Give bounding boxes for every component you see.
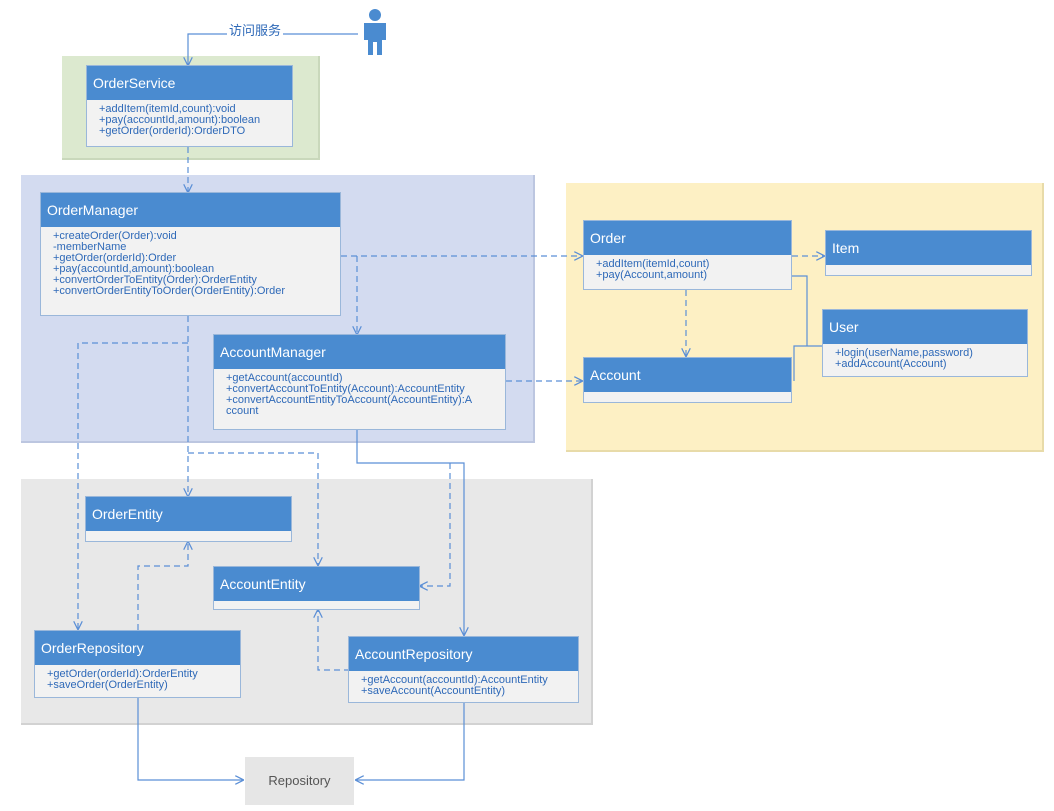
edge-actor-to-orderservice [188,33,358,65]
class-member: +getAccount(accountId) [226,372,343,384]
class-order-entity-name: OrderEntity [86,497,291,531]
class-member: +saveOrder(OrderEntity) [47,679,168,691]
class-order-repository-name: OrderRepository [35,631,240,665]
edge-accountmanager-to-accountentity [420,463,451,586]
class-account-manager-name: AccountManager [214,335,505,369]
class-member: +pay(accountId,amount):boolean [99,114,261,126]
class-order-manager[interactable]: OrderManager +createOrder(Order):void -m… [40,192,341,316]
edge-order-to-user [792,275,808,346]
edge-ordermanager-to-orderrepository [78,342,188,629]
class-user[interactable]: User +login(userName,password) +addAccou… [822,309,1028,377]
edge-accountmanager-to-accountrepository [356,430,464,635]
class-member: +addItem(itemId,count):void [99,103,236,115]
edge-accountrepository-to-repository [356,703,465,780]
class-account-repository[interactable]: AccountRepository +getAccount(accountId)… [348,636,579,703]
actor-person-icon [364,9,386,55]
class-order-entity[interactable]: OrderEntity [85,496,292,542]
class-account-manager-members: +getAccount(accountId) +convertAccountTo… [214,369,505,419]
class-order-repository[interactable]: OrderRepository +getOrder(orderId):Order… [34,630,241,698]
class-account-repository-name: AccountRepository [349,637,578,671]
class-member: +convertAccountToEntity(Account):Account… [226,383,465,395]
class-order-service-name: OrderService [87,66,292,100]
class-account-repository-members: +getAccount(accountId):AccountEntity +sa… [349,671,578,699]
class-member: +convertOrderEntityToOrder(OrderEntity):… [53,285,285,297]
actor-label: 访问服务 [227,20,284,39]
class-member: +createOrder(Order):void [53,230,177,242]
class-member: +getOrder(orderId):OrderEntity [47,668,198,680]
edge-orderrepository-to-repository [137,698,243,780]
class-order-members: +addItem(itemId,count) +pay(Account,amou… [584,255,791,283]
class-order-repository-members: +getOrder(orderId):OrderEntity +saveOrde… [35,665,240,693]
edge-ordermanager-to-accountentity [188,452,318,565]
class-order-name: Order [584,221,791,255]
edge-user-to-account [793,345,822,381]
class-account-entity[interactable]: AccountEntity [213,566,420,610]
edge-accountrepository-to-accountentity [318,610,350,671]
class-user-members: +login(userName,password) +addAccount(Ac… [823,344,1027,372]
class-member: +pay(accountId,amount):boolean [53,263,215,275]
class-member: +pay(Account,amount) [596,269,707,281]
class-member: +saveAccount(AccountEntity) [361,685,505,697]
class-account-name: Account [584,358,791,392]
class-member: +getOrder(orderId):OrderDTO [99,125,246,137]
class-order-manager-members: +createOrder(Order):void -memberName +ge… [41,227,340,299]
class-order-service-members: +addItem(itemId,count):void +pay(account… [87,100,292,139]
class-order[interactable]: Order +addItem(itemId,count) +pay(Accoun… [583,220,792,290]
edge-orderrepository-to-orderentity [137,542,188,630]
repository-node[interactable]: Repository [245,757,354,805]
class-member: +convertOrderToEntity(Order):OrderEntity [53,274,257,286]
class-user-name: User [823,310,1027,344]
class-member: +getAccount(accountId):AccountEntity [361,674,548,686]
class-order-service[interactable]: OrderService +addItem(itemId,count):void… [86,65,293,147]
class-item[interactable]: Item [825,230,1032,276]
class-account-manager[interactable]: AccountManager +getAccount(accountId) +c… [213,334,506,430]
class-item-name: Item [826,231,1031,265]
class-member: -memberName [53,241,127,253]
class-member: +addItem(itemId,count) [596,258,710,270]
class-member: +convertAccountEntityToAccount(AccountEn… [226,394,473,406]
class-member: +login(userName,password) [835,347,973,359]
class-account[interactable]: Account [583,357,792,403]
class-member: +addAccount(Account) [835,358,947,370]
class-account-entity-name: AccountEntity [214,567,419,601]
class-member: ccount [226,405,259,417]
class-member: +getOrder(orderId):Order [53,252,177,264]
class-order-manager-name: OrderManager [41,193,340,227]
